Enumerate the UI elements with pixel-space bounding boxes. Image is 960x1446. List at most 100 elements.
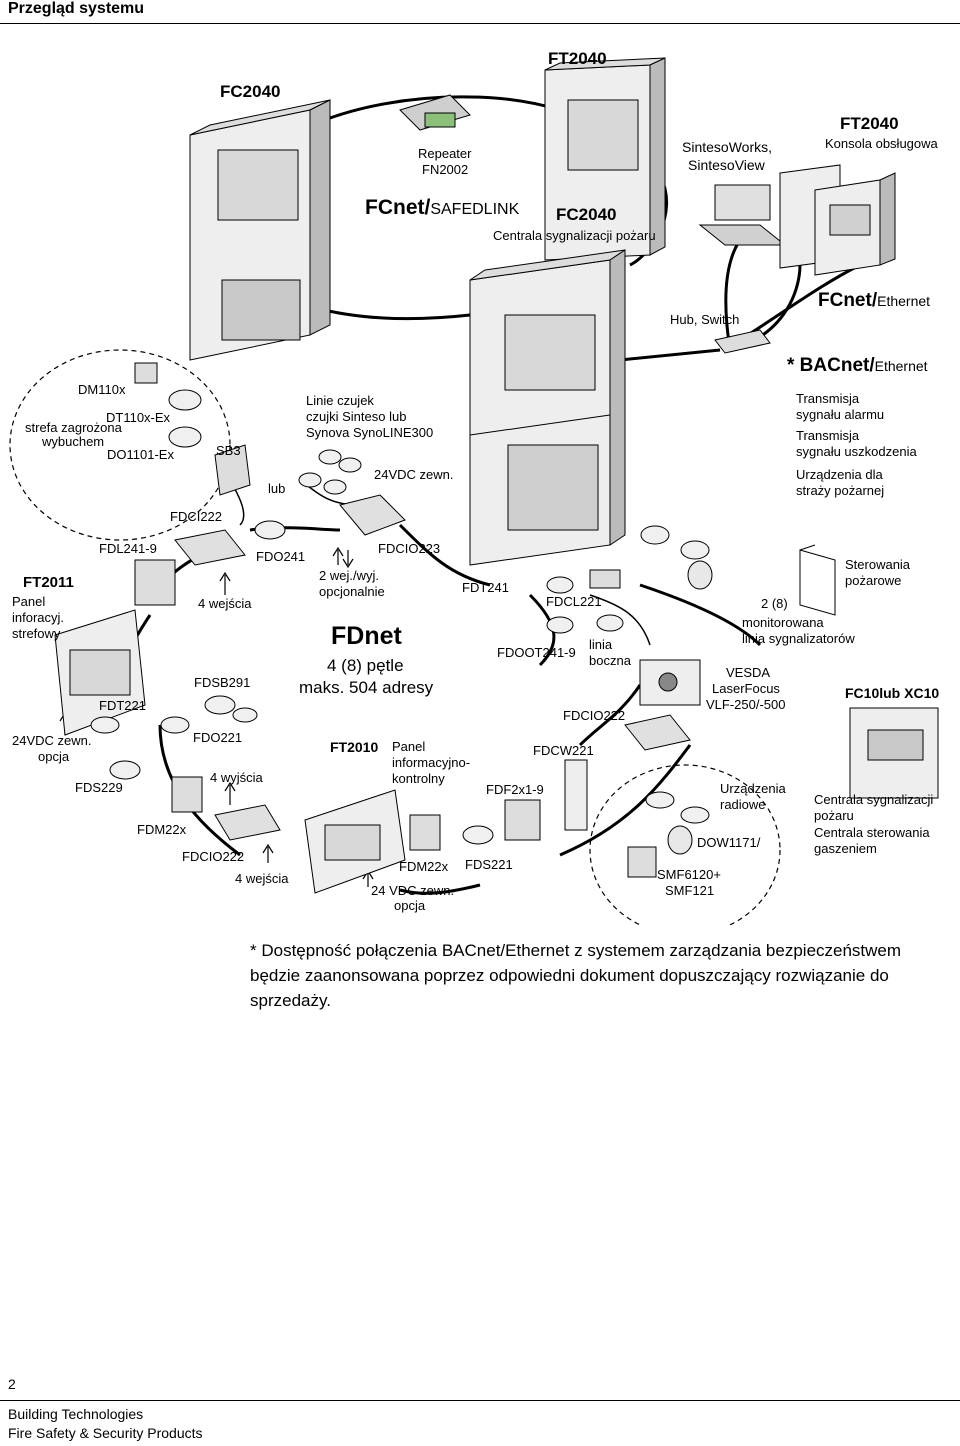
footer-company: Building Technologies [8,1406,144,1422]
ft2040-cabinet-top [544,57,666,261]
fdnet-loop-5 [639,583,762,647]
hub-switch-icon [714,329,771,354]
label-repeater: Repeater [418,146,472,161]
bottom-center-devices [409,714,691,851]
label-24vdc-a: 24VDC zewn. [374,467,454,482]
label-4-wejscia-bottom: 4 wejścia [235,871,289,886]
label-fdoot241: FDOOT241-9 [497,645,576,660]
label-strefa2: wybuchem [42,434,105,449]
label-bacnet-a: * BACnet/ [787,355,875,376]
label-linia: linia [589,637,613,652]
label-fdm22x-left: FDM22x [137,822,187,837]
header-rule [0,23,960,24]
label-adresy: maks. 504 adresy [299,678,434,697]
arrow-4-inputs-bottom [262,843,274,863]
label-urzadzenia-dla: Urządzenia dla [796,467,883,482]
label-vlf: VLF-250/-500 [706,697,786,712]
footer-division: Fire Safety & Security Products [8,1425,203,1441]
radio-devices-area [589,764,781,925]
label-bacnet-b: Ethernet [874,358,928,374]
label-fdsb291: FDSB291 [194,675,251,690]
label-fcnet-eth-b: Ethernet [877,293,931,309]
arrow-2io-down [342,550,354,569]
fdnet-loop-4 [528,593,556,667]
label-centrala2: pożaru [814,808,854,823]
label-fdcl221: FDCL221 [546,594,602,609]
label-petle: 4 (8) pętle [327,656,404,675]
label-konsola: Konsola obsługowa [825,136,938,151]
label-do1101: DO1101-Ex [107,447,174,462]
label-fdl241: FDL241-9 [99,541,157,556]
label-ft2011-panel2: inforacyj. [12,610,65,625]
label-ft2011-panel1: Panel [12,594,46,609]
label-fdo241: FDO241 [256,549,306,564]
label-opcjonalnie: opcjonalnie [319,584,385,599]
label-fdcio222-left: FDCIO222 [182,849,245,864]
fdci222-module [174,529,246,566]
label-strazy: straży pożarnej [796,483,885,498]
label-fcnet-safedlink-b: SAFEDLINK [430,201,520,218]
label-fn2002: FN2002 [422,162,469,177]
label-fdf2x1: FDF2x1-9 [486,782,544,797]
label-centrala1: Centrala sygnalizacji [814,792,934,807]
ex-zone-devices [134,362,251,496]
label-linia-sygnalizatorow: linia sygnalizatorów [742,631,855,646]
label-fdo221: FDO221 [193,730,243,745]
label-pozarowe: pożarowe [845,573,902,588]
ethernet-line-2 [724,239,742,351]
label-fcnet-safedlink: FCnet/SAFEDLINK [365,196,519,220]
label-fdcw221: FDCW221 [533,743,594,758]
label-sygnal-uszk: sygnału uszkodzenia [796,444,917,459]
label-fcnet-eth-a: FCnet/ [818,290,878,311]
arrow-4-outputs [224,781,236,805]
fdnet-loop-10 [578,684,642,747]
ethernet-line-4 [619,348,721,362]
bottom-left-devices [90,695,281,841]
label-ft2010-kontrolny: kontrolny [392,771,445,786]
label-ft2010: FT2010 [330,739,379,755]
page-title: Przegląd systemu [8,0,145,17]
label-ft2040-top: FT2040 [548,49,607,68]
label-laserfocus: LaserFocus [712,681,780,696]
label-dt110x: DT110x-Ex [106,410,171,425]
label-bacnet: * BACnet/Ethernet [787,355,928,377]
arrow-2io-up [332,546,344,565]
label-transmisja2: Transmisja [796,428,860,443]
label-sintesoworks: SintesoWorks, [682,139,772,155]
label-hub-switch: Hub, Switch [670,312,740,327]
right-detectors [546,525,713,634]
label-centrala3: Centrala sterowania [814,825,930,840]
radio-devices [627,791,710,878]
footer-rule [0,1400,960,1401]
laptop-icon [698,184,787,246]
arrow-4-inputs-top [219,571,231,595]
label-ft2011: FT2011 [23,574,74,591]
label-fds229: FDS229 [75,780,123,795]
fdcio223-module [339,494,406,536]
ft2011-panel [54,609,146,736]
ft2040-console-right [779,164,896,276]
label-ft2010-panel: Panel [392,739,426,754]
label-opcja-b: opcja [394,898,426,913]
label-fdt241: FDT241 [462,580,509,595]
label-fc10-xc10: FC10lub XC10 [845,685,940,701]
label-sygnal-alarmu: sygnału alarmu [796,407,885,422]
label-linie1: Linie czujek [306,393,374,408]
fdnet-loop-3 [398,523,491,587]
label-fdnet: FDnet [331,622,402,650]
fc2040-main-cabinet [469,249,626,566]
label-linie2: czujki Sinteso lub [306,409,407,424]
system-overview-diagram [9,57,939,925]
label-2-8: 2 (8) [761,596,788,611]
repeater-module [399,94,471,131]
label-urzadzenia-radiowe2: radiowe [720,797,766,812]
label-monitorowana: monitorowana [742,615,824,630]
vesda-device [639,659,701,706]
label-ft2011-panel3: strefowy [12,626,61,641]
label-sterowania: Sterowania [845,557,911,572]
label-boczna: boczna [589,653,631,668]
label-strefa1: strefa zagrożona [25,420,122,435]
label-fcnet-ethernet: FCnet/Ethernet [818,290,930,312]
fdnet-loop-6 [559,744,692,857]
sinteso-detectors [298,449,362,495]
